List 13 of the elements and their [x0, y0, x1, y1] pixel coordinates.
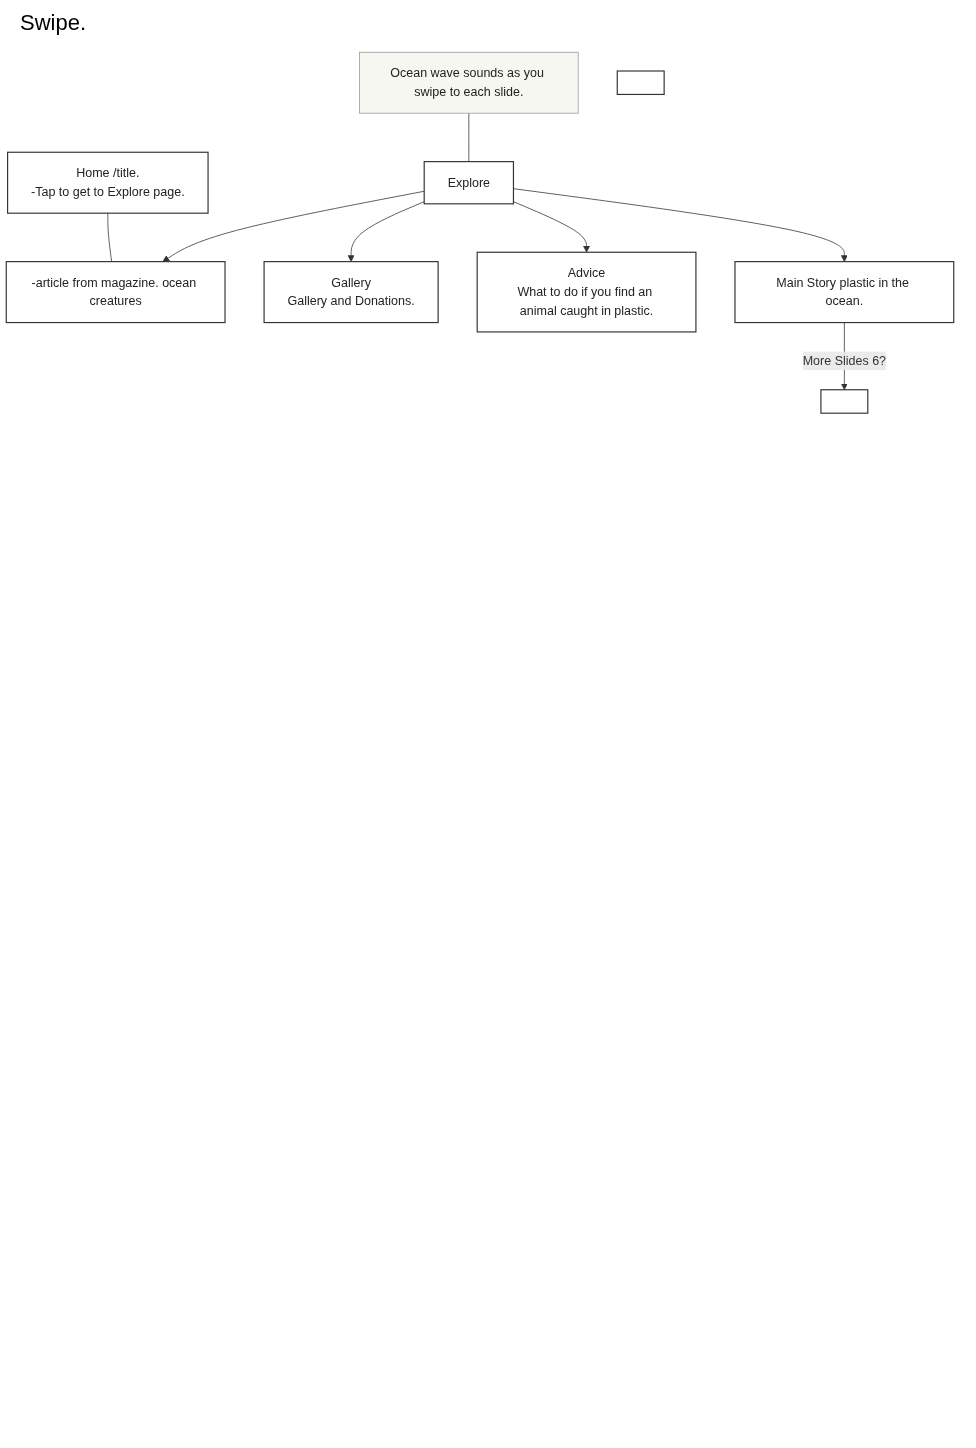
node-box: Home /title. -Tap to get to Explore page. [7, 151, 209, 214]
node-box: Ocean wave sounds as you swipe to each slide. [359, 51, 579, 114]
node-box: -article from magazine. ocean creatures [5, 261, 226, 324]
connector [468, 112, 470, 162]
node-box [616, 70, 665, 96]
node-box: Advice What to do if you find an animal caught in plastic. [476, 251, 697, 333]
note-text: Swipe. [20, 10, 88, 36]
node-box: Gallery Gallery and Donations. [263, 261, 439, 324]
edge-label: More Slides 6? [802, 353, 887, 368]
node-box: Explore [423, 161, 515, 205]
node-box: Main Story plastic in the ocean. [734, 261, 955, 324]
node-box [820, 389, 869, 414]
connector [107, 212, 112, 262]
